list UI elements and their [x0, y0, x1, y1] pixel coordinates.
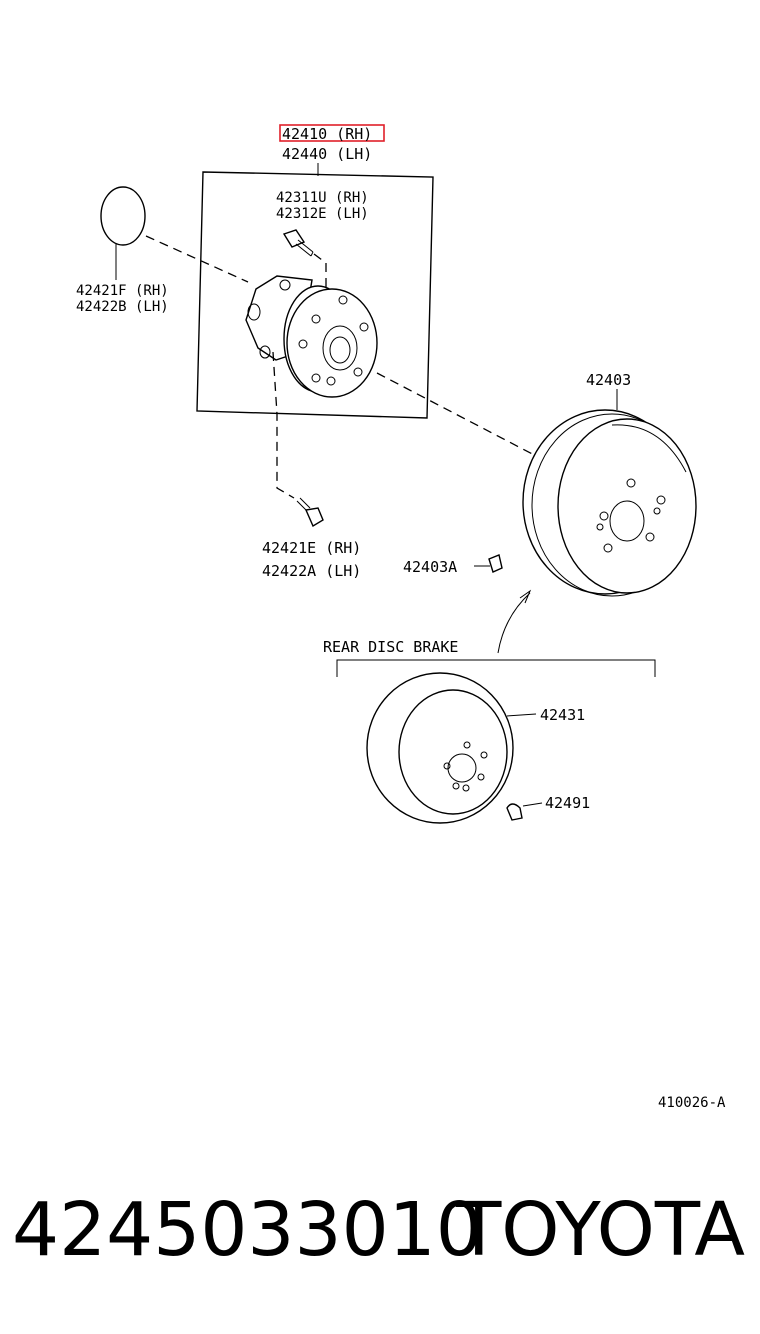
label-cap-lh[interactable]: 42422B (LH): [76, 299, 169, 315]
label-mount-bolt-lh[interactable]: 42422A (LH): [262, 562, 361, 580]
brake-drum-part[interactable]: [522, 409, 697, 597]
clip-part[interactable]: [488, 554, 503, 573]
dashed-drum-path: [376, 372, 541, 459]
label-clip[interactable]: 42403A: [403, 558, 457, 576]
label-disc[interactable]: 42431: [540, 706, 585, 724]
figure-code: 410026-A: [658, 1095, 726, 1111]
hub-bearing-part[interactable]: [245, 275, 378, 398]
dashed-bolt-path: [313, 253, 327, 296]
label-hub-lh[interactable]: 42440 (LH): [282, 145, 372, 163]
brand-name: TOYOTA: [455, 1187, 745, 1273]
highlight-box[interactable]: [279, 124, 385, 142]
part-number: 4245033010: [12, 1187, 483, 1273]
dashed-cap-path: [145, 235, 249, 283]
dashed-mount-path: [272, 351, 295, 499]
label-hub-rh[interactable]: 42410 (RH): [282, 125, 372, 143]
label-hub-bolt-lh[interactable]: 42312E (LH): [276, 206, 369, 222]
leader-plug: [522, 802, 543, 807]
disc-rotor-part[interactable]: [366, 672, 514, 824]
hub-assembly-frame: [196, 171, 434, 419]
mount-bolt-part[interactable]: [296, 497, 324, 528]
rear-disc-bracket: [336, 659, 656, 677]
label-cap-rh[interactable]: 42421F (RH): [76, 283, 169, 299]
label-drum[interactable]: 42403: [586, 371, 631, 389]
plug-part[interactable]: [506, 803, 523, 821]
hub-bolt-part[interactable]: [282, 229, 314, 257]
label-plug[interactable]: 42491: [545, 794, 590, 812]
leader-disc: [506, 713, 537, 717]
label-rear-disc-brake[interactable]: REAR DISC BRAKE: [323, 638, 458, 656]
label-hub-bolt-rh[interactable]: 42311U (RH): [276, 190, 369, 206]
rear-disc-arrow: [497, 589, 532, 654]
hub-cap-part[interactable]: [100, 186, 146, 246]
label-mount-bolt-rh[interactable]: 42421E (RH): [262, 539, 361, 557]
